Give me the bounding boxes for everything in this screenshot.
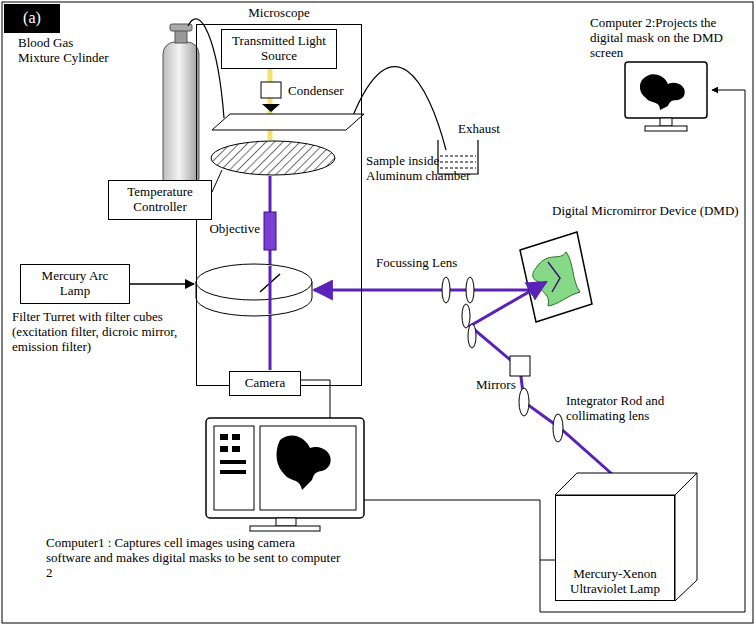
component-name: Mercury-Xenon Ultraviolet Lamp xyxy=(560,567,670,597)
component-name: (a) xyxy=(23,9,41,27)
microscope-frame: MicroscopeTransmitted Light SourceCamera xyxy=(196,24,362,386)
component-box: Mercury-Xenon Ultraviolet Lamp xyxy=(555,495,675,601)
focussing-lens xyxy=(442,277,450,303)
gas-tube xyxy=(188,19,224,118)
lamp-cable xyxy=(540,560,555,561)
computer-2 xyxy=(625,62,707,131)
lamp-top xyxy=(555,473,697,495)
component-box: Camera xyxy=(229,371,301,396)
component-name: Mercury Arc Lamp xyxy=(25,269,125,299)
part-label: Integrator Rod and collimating lens xyxy=(566,394,706,424)
component-name: Transmitted Light Source xyxy=(226,34,332,64)
part-label: Condenser xyxy=(288,84,360,99)
component-name: Temperature Controller xyxy=(113,185,207,215)
part-label: Computer 2:Projects the digital mask on … xyxy=(590,16,750,61)
collimating-lens xyxy=(553,414,563,442)
lamp-side xyxy=(675,473,697,601)
component-name: Camera xyxy=(245,376,285,391)
gas-cylinder xyxy=(163,24,199,190)
heading: Microscope xyxy=(197,6,361,21)
part-label: Objective xyxy=(198,222,260,237)
dmd xyxy=(520,232,592,322)
condenser-lens xyxy=(261,82,281,98)
condenser-tip xyxy=(262,104,280,112)
aluminum-chamber xyxy=(211,141,335,175)
component-box: (a) xyxy=(4,4,60,33)
mirror xyxy=(468,324,476,348)
computer-link xyxy=(364,90,745,612)
mirror-block xyxy=(510,356,530,376)
integrator-rod xyxy=(519,388,529,416)
part-label: Mirrors xyxy=(476,378,536,393)
part-label: Sample inside Aluminum chamber xyxy=(366,154,484,184)
sample-slide xyxy=(212,114,364,130)
uv-beam-path xyxy=(470,282,612,474)
exhaust-tube xyxy=(352,67,446,150)
part-label: Digital Micromirror Device (DMD) xyxy=(552,204,750,219)
part-label: Filter Turret with filter cubes (excitat… xyxy=(12,310,194,355)
part-label: Computer1 : Captures cell images using c… xyxy=(46,536,342,581)
filter-turret xyxy=(196,264,312,316)
component-box: Temperature Controller xyxy=(108,180,212,220)
mirror xyxy=(462,304,470,328)
component-box: Transmitted Light Source xyxy=(221,29,337,69)
component-box: Mercury Arc Lamp xyxy=(20,264,130,304)
emission-beam xyxy=(269,176,272,370)
part-label: Focussing Lens xyxy=(376,256,472,271)
part-label: Exhaust xyxy=(458,122,518,137)
focussing-lens xyxy=(466,277,474,303)
part-label: Blood Gas Mixture Cylinder xyxy=(18,36,118,66)
computer-1 xyxy=(206,418,364,531)
temperature-wire xyxy=(212,170,222,192)
arc-lamp-light xyxy=(130,283,194,285)
objective-lens xyxy=(264,212,276,250)
uv-beam xyxy=(314,289,540,292)
